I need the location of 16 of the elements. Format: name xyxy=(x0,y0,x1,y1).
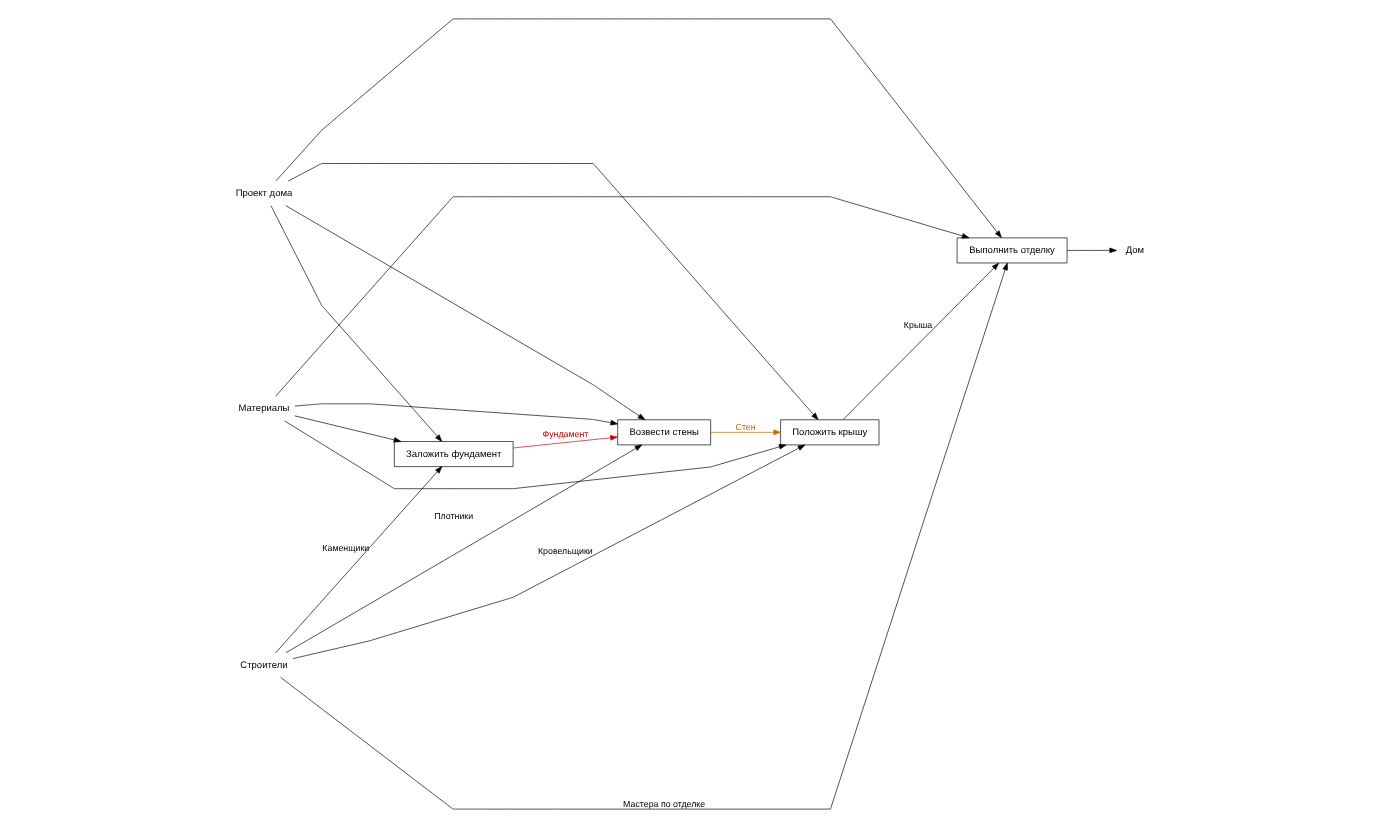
arrow xyxy=(285,205,646,421)
arrow xyxy=(275,18,1002,238)
arrow xyxy=(512,435,618,449)
arrow xyxy=(280,262,1008,810)
arrow xyxy=(842,262,1000,420)
arrow xyxy=(285,444,643,654)
arrow xyxy=(270,205,443,442)
arrow xyxy=(287,163,819,421)
arrow xyxy=(294,403,618,426)
arrow xyxy=(710,429,781,436)
arrow xyxy=(294,415,402,443)
arrow xyxy=(284,420,787,489)
arrow xyxy=(275,466,443,654)
arrow xyxy=(292,444,806,659)
arrow xyxy=(275,196,970,397)
arrow xyxy=(1066,247,1117,254)
